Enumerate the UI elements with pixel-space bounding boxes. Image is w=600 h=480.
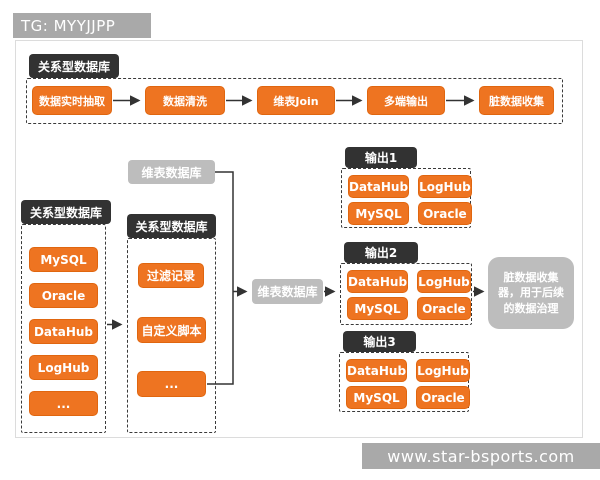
- proc-filter: 过滤记录: [138, 263, 204, 288]
- diagram-frame: [15, 40, 583, 438]
- source-datahub: DataHub: [29, 319, 98, 344]
- output1-loghub: LogHub: [418, 175, 472, 198]
- output3-oracle: Oracle: [416, 386, 470, 409]
- left-source-tab: 关系型数据库: [21, 200, 111, 224]
- source-oracle: Oracle: [29, 283, 98, 308]
- output1-mysql: MySQL: [348, 202, 410, 225]
- output2-loghub: LogHub: [417, 270, 471, 293]
- output2-datahub: DataHub: [347, 270, 409, 293]
- source-mysql: MySQL: [29, 247, 98, 272]
- dim-table-db-top: 维表数据库: [128, 160, 215, 184]
- output3-tab: 输出3: [343, 331, 416, 352]
- output1-datahub: DataHub: [348, 175, 410, 198]
- processing-tab: 关系型数据库: [127, 214, 216, 238]
- output2-mysql: MySQL: [347, 297, 409, 320]
- output1-box: DataHub LogHub MySQL Oracle: [341, 168, 472, 228]
- tg-badge: TG: MYYJJPP: [13, 13, 151, 38]
- output1-tab: 输出1: [345, 147, 417, 168]
- output2-tab: 输出2: [344, 242, 418, 263]
- source-more: ...: [29, 391, 98, 416]
- step-clean: 数据清洗: [145, 86, 225, 115]
- step-multi-output: 多端输出: [367, 86, 445, 115]
- output2-oracle: Oracle: [417, 297, 471, 320]
- step-extract: 数据实时抽取: [32, 86, 112, 115]
- dim-table-db-mid: 维表数据库: [252, 279, 323, 304]
- step-dim-join: 维表Join: [257, 86, 335, 115]
- proc-more: ...: [137, 371, 206, 397]
- dirty-collector-note: 脏数据收集器，用于后续的数据治理: [488, 257, 574, 329]
- output2-box: DataHub LogHub MySQL Oracle: [340, 263, 472, 325]
- source-loghub: LogHub: [29, 355, 98, 380]
- proc-custom-script: 自定义脚本: [137, 317, 206, 343]
- output1-oracle: Oracle: [418, 202, 472, 225]
- output3-datahub: DataHub: [346, 359, 408, 382]
- output3-box: DataHub LogHub MySQL Oracle: [339, 352, 470, 412]
- top-pipeline-tab: 关系型数据库: [29, 54, 119, 78]
- top-pipeline-box: [26, 78, 563, 124]
- step-dirty-collect: 脏数据收集: [479, 86, 554, 115]
- left-source-box: [21, 224, 106, 433]
- output3-loghub: LogHub: [416, 359, 470, 382]
- output3-mysql: MySQL: [346, 386, 408, 409]
- watermark-bar: www.star-bsports.com: [362, 443, 600, 469]
